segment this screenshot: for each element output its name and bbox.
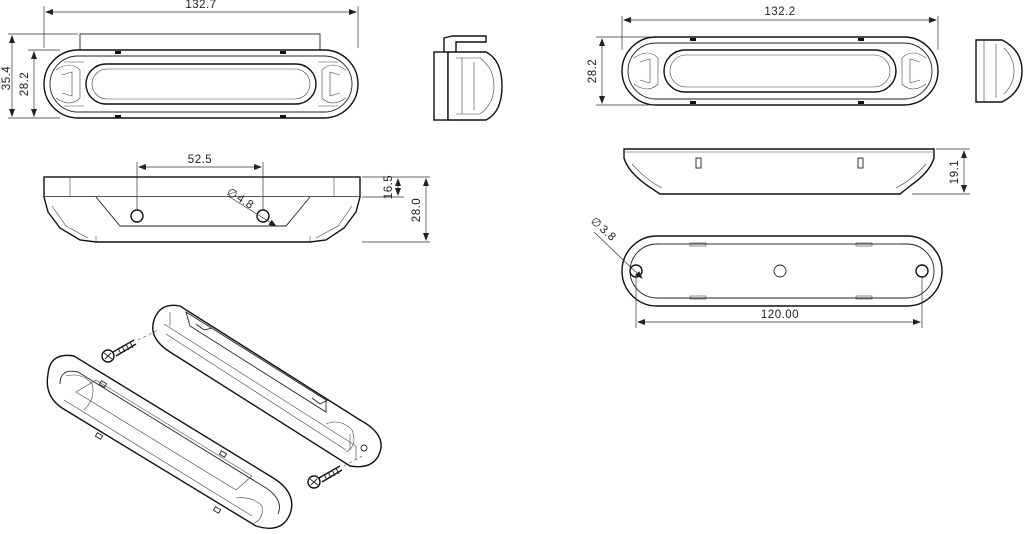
lamp1-side-view [433,35,503,121]
lamp1-bottom-height-dimensions: 16.5 28.0 [362,175,430,243]
lamp2-width-dimension: 132.2 [621,6,939,50]
lamp1-side-height-label: 28.0 [411,198,423,222]
lamp2-width-label: 132.2 [764,6,795,18]
lamp1-front-view [43,33,359,119]
exploded-assembly-view [46,304,382,529]
lamp2-front-view [621,36,939,106]
mounting-base [152,304,382,468]
lamp1-width-dimension: 132.7 [43,0,359,48]
lamp1-height-body-label: 28.2 [19,72,31,96]
lamp2-bottom-view [623,148,935,195]
lamp1-hole-spacing-dimension: 52.5 [136,154,264,210]
lamp1-hole-spacing-label: 52.5 [188,154,212,166]
lamp2-back-view [621,235,943,307]
lamp2-side-height-dimension: 19.1 [912,148,970,195]
lamp1-mount-height-label: 16.5 [383,175,395,199]
lamp2-height-dimension: 28.2 [587,36,650,106]
lamp2-side-view [975,39,1023,103]
lamp1-bottom-view [43,176,361,243]
mounting-screw-top [101,329,159,363]
lamp1-height-total-label: 35.4 [1,66,13,90]
lamp1-height-dimensions: 35.4 28.2 [1,33,78,119]
lamp2-hole-spacing-dimension: 120.00 [635,278,923,328]
lamp2-side-height-label: 19.1 [949,160,961,184]
mounting-screw-bottom [307,455,363,489]
lamp2-height-body-label: 28.2 [587,59,599,83]
lamp2-hole-spacing-label: 120.00 [761,309,799,321]
lamp-housing [46,354,293,529]
lamp1-width-label: 132.7 [185,0,216,11]
